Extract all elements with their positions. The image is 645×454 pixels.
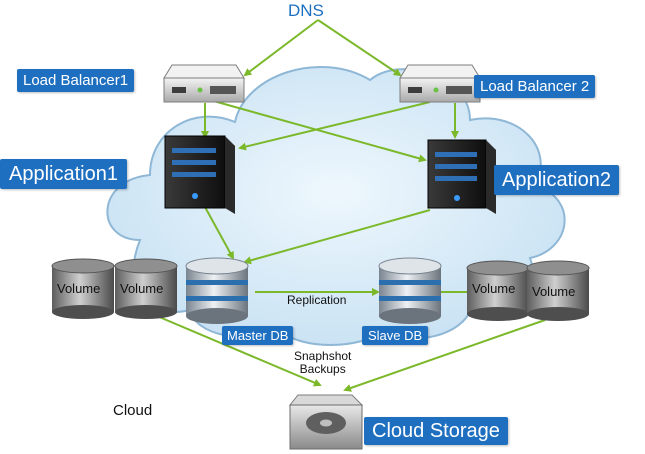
volume-label: Volume: [532, 284, 576, 299]
database-stack-icon: [185, 257, 249, 324]
volume-cylinder-icon: [114, 258, 178, 319]
application-2-label: Application2: [494, 165, 619, 195]
load-balancer-1-label: Load Balancer1: [17, 69, 135, 92]
volume-label: Volume: [472, 281, 516, 296]
slave-db-label: Slave DB: [362, 326, 429, 345]
server-tower-icon: [164, 135, 235, 214]
database-stack-icon: [378, 257, 442, 324]
load-balancer-icon: [163, 64, 245, 103]
volume-label: Volume: [120, 281, 164, 296]
load-balancer-2-label: Load Balancer 2: [474, 75, 596, 98]
master-db-label: Master DB: [222, 326, 294, 345]
snapshot-backups-label: Snaphshot Backups: [294, 350, 351, 375]
snapshot-label-line1: Snaphshot: [294, 349, 352, 363]
snapshot-label-line2: Backups: [299, 361, 346, 376]
cloud-storage-label: Cloud Storage: [364, 417, 508, 445]
volume-label: Volume: [57, 281, 101, 296]
cloud-label: Cloud: [113, 402, 153, 419]
dns-label: DNS: [288, 1, 324, 20]
server-tower-icon: [427, 139, 496, 214]
load-balancer-icon: [399, 64, 481, 103]
application-1-label: Application1: [0, 159, 127, 189]
connectors: [137, 19, 546, 392]
volume-cylinder-icon: [51, 258, 115, 319]
hard-drive-icon: [288, 394, 364, 450]
replication-label: Replication: [287, 293, 347, 307]
volume-cylinder-icon: [466, 260, 530, 321]
volume-cylinder-icon: [526, 260, 590, 321]
